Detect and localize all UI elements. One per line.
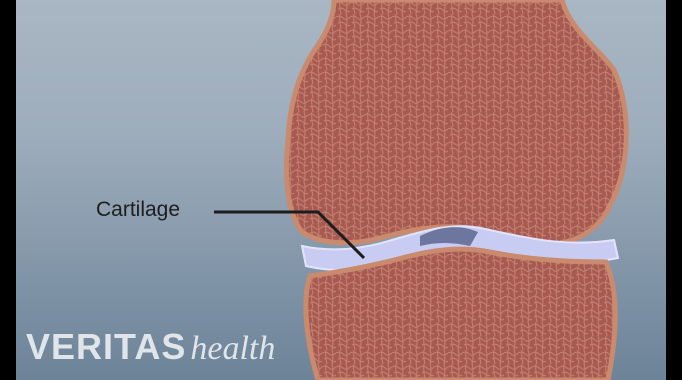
knee-joint-illustration	[16, 0, 666, 380]
logo-sub-text: health	[190, 330, 275, 367]
illustration-panel	[16, 0, 666, 380]
femur-shape	[287, 0, 627, 243]
tibia-shape	[306, 249, 615, 380]
cartilage-callout-label: Cartilage	[96, 198, 180, 222]
logo-brand-text: VERITAS	[26, 326, 186, 367]
